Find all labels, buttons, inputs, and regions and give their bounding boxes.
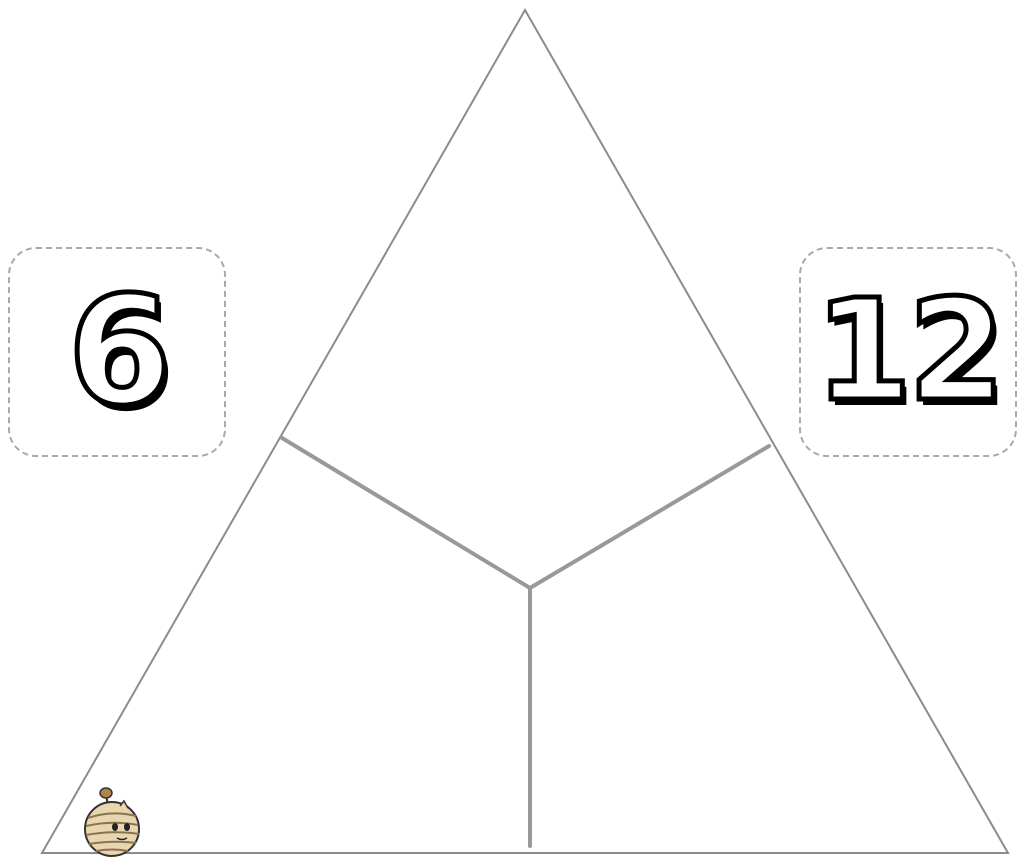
number-card-right[interactable]: 12: [799, 247, 1017, 457]
mummy-ball-icon: [82, 786, 144, 857]
divider-left: [282, 438, 530, 588]
number-six: 6: [68, 277, 166, 427]
divider-right: [530, 446, 769, 588]
number-card-left[interactable]: 6: [8, 247, 226, 457]
number-twelve: 12: [815, 282, 1002, 422]
